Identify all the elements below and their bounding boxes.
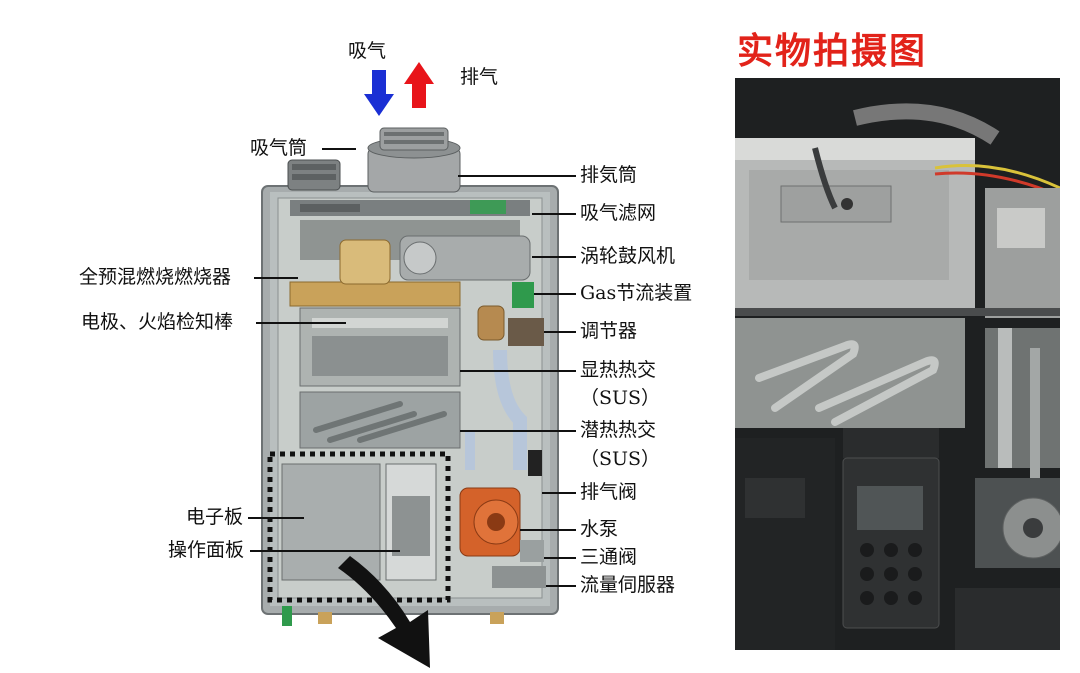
turbo-blower-shape bbox=[399, 235, 531, 281]
electronic-board-shape bbox=[281, 463, 381, 581]
label-water-pump: 水泵 bbox=[580, 518, 619, 540]
intake-label: 吸气 bbox=[348, 40, 387, 62]
exhaust-arrow-icon bbox=[404, 62, 434, 108]
label-turbo-blower: 涡轮鼓风机 bbox=[580, 245, 676, 267]
lead-exhaust-pipe bbox=[458, 175, 576, 177]
lead-turbo-blower bbox=[532, 256, 576, 258]
label-flow-servo: 流量伺服器 bbox=[580, 574, 676, 596]
viewing-direction-arrow-icon bbox=[338, 556, 430, 668]
label-three-way-valve: 三通阀 bbox=[580, 546, 638, 568]
lead-flow-servo bbox=[546, 585, 576, 587]
latent-hx-shape bbox=[299, 391, 461, 449]
lead-intake-pipe bbox=[322, 148, 356, 150]
label-electronic-board: 电子板 bbox=[186, 506, 244, 528]
label-electrode: 电极、火焰检知棒 bbox=[81, 311, 234, 333]
label-sensible-hx-material: （SUS） bbox=[580, 387, 661, 409]
intake-arrow-icon bbox=[364, 70, 394, 116]
lead-exhaust-valve bbox=[542, 492, 576, 494]
lead-latent-hx bbox=[460, 430, 576, 432]
label-premix-burner: 全预混燃烧燃烧器 bbox=[79, 266, 232, 288]
photo-title: 实物拍摄图 bbox=[737, 31, 928, 72]
label-regulator: 调节器 bbox=[580, 320, 638, 342]
lead-premix-burner bbox=[254, 277, 298, 279]
flow-servo-shape bbox=[492, 566, 546, 588]
lead-sensible-hx bbox=[460, 370, 576, 372]
label-sensible-hx: 显热热交 bbox=[580, 359, 657, 381]
lead-intake-filter bbox=[532, 213, 576, 215]
lead-three-way-valve bbox=[544, 557, 576, 559]
actual-photo bbox=[735, 78, 1060, 650]
exhaust-label: 排气 bbox=[460, 66, 499, 88]
lead-electronic-board bbox=[248, 517, 304, 519]
gas-throttle-shape bbox=[512, 282, 534, 308]
label-operation-panel: 操作面板 bbox=[168, 539, 245, 561]
lead-electrode bbox=[256, 322, 346, 324]
label-intake-filter: 吸气滤网 bbox=[580, 202, 657, 224]
label-intake-pipe: 吸气筒 bbox=[250, 137, 308, 159]
label-exhaust-pipe: 排気筒 bbox=[580, 164, 638, 186]
lead-regulator bbox=[544, 331, 576, 333]
three-way-valve-shape bbox=[520, 540, 544, 562]
label-latent-hx: 潜热热交 bbox=[580, 419, 657, 441]
burner-shape bbox=[289, 281, 461, 307]
label-gas-throttle: Gas节流装置 bbox=[580, 282, 693, 304]
label-latent-hx-material: （SUS） bbox=[580, 448, 661, 470]
electronics-zone bbox=[267, 451, 451, 603]
label-exhaust-valve: 排气阀 bbox=[580, 481, 638, 503]
heater-cutaway-diagram bbox=[261, 62, 559, 668]
lead-gas-throttle bbox=[534, 293, 576, 295]
exhaust-valve-shape bbox=[528, 450, 542, 476]
lead-water-pump bbox=[520, 529, 576, 531]
regulator-shape bbox=[477, 305, 505, 341]
lead-operation-panel bbox=[250, 550, 400, 552]
